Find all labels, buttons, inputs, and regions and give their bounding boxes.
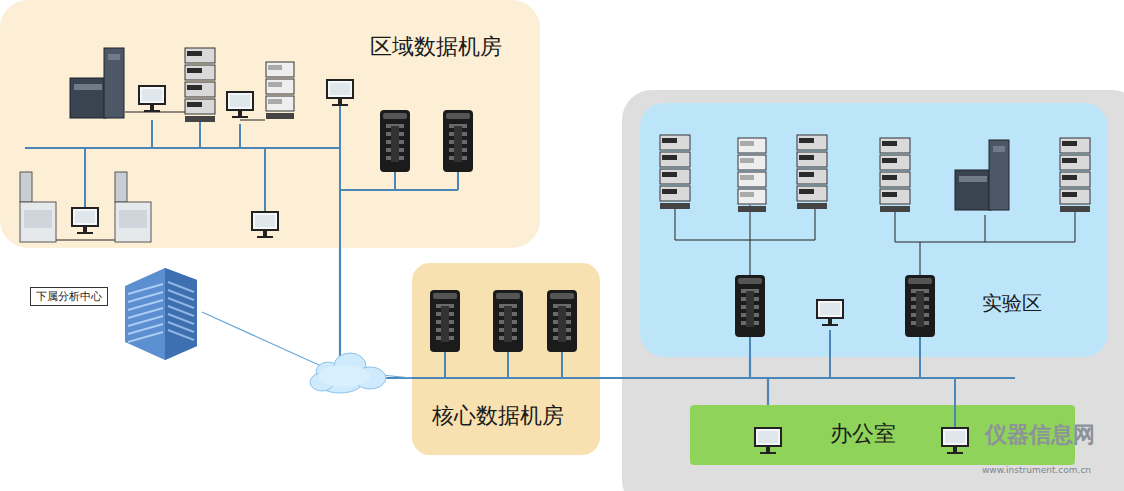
monitor-icon [755, 428, 781, 454]
region-title: 办公室 [830, 421, 896, 447]
instrument-icon [185, 48, 215, 122]
lab-region: 实验区 [640, 103, 1108, 357]
wire [920, 242, 921, 275]
cloud-icon [310, 353, 386, 393]
mass-spec-icon [955, 140, 1009, 210]
wire [444, 352, 446, 378]
wire [1075, 210, 1076, 242]
wire [561, 352, 563, 378]
server-icon [380, 110, 410, 172]
wire [507, 352, 509, 378]
monitor-icon [942, 428, 968, 454]
wire [240, 120, 265, 121]
wire [895, 210, 1075, 242]
wire [394, 172, 396, 190]
wire [919, 337, 921, 378]
instrument-icon [738, 138, 766, 212]
gc-icon [115, 172, 151, 242]
wire [339, 100, 341, 248]
wire [340, 189, 458, 191]
instrument-icon [266, 62, 294, 119]
wire [55, 240, 115, 241]
wire [985, 215, 986, 242]
server-icon [430, 290, 460, 352]
building-icon [125, 268, 197, 360]
instrument-icon [797, 135, 827, 209]
wire [199, 118, 201, 148]
server-icon [493, 290, 523, 352]
mass-spec-icon [70, 48, 124, 118]
watermark: 仪器信息网 [985, 422, 1095, 448]
wire [457, 172, 459, 190]
server-icon [905, 275, 935, 337]
monitor-icon [139, 86, 165, 112]
network-link [600, 357, 750, 378]
site-region [622, 90, 1124, 491]
monitor-icon [817, 300, 843, 326]
wire [151, 120, 153, 148]
server-icon [547, 290, 577, 352]
instrument-icon [1060, 138, 1090, 212]
instrument-icon [660, 135, 690, 209]
wire [25, 147, 340, 149]
region-title: 核心数据机房 [432, 403, 564, 429]
wire [84, 148, 86, 210]
server-icon [735, 275, 765, 337]
region-title: 实验区 [982, 291, 1042, 315]
wire [264, 148, 266, 212]
monitor-icon [227, 92, 253, 118]
wire [815, 205, 816, 240]
instrument-icon [880, 138, 910, 212]
gc-icon [20, 172, 56, 242]
wire [412, 377, 1015, 379]
server-icon [443, 110, 473, 172]
region-title: 区域数据机房 [370, 34, 502, 60]
region-title: 下属分析中心 [30, 287, 108, 306]
wire [675, 205, 815, 240]
wire [749, 337, 751, 357]
monitor-icon [327, 80, 353, 106]
network-link [600, 378, 768, 405]
wire [829, 330, 831, 378]
network-link [202, 312, 412, 378]
monitor-icon [72, 208, 98, 234]
monitor-icon [252, 212, 278, 238]
wire [750, 205, 751, 275]
wire [239, 124, 241, 148]
wire [954, 378, 956, 428]
watermark-url: www.instrument.com.cn [982, 465, 1091, 476]
